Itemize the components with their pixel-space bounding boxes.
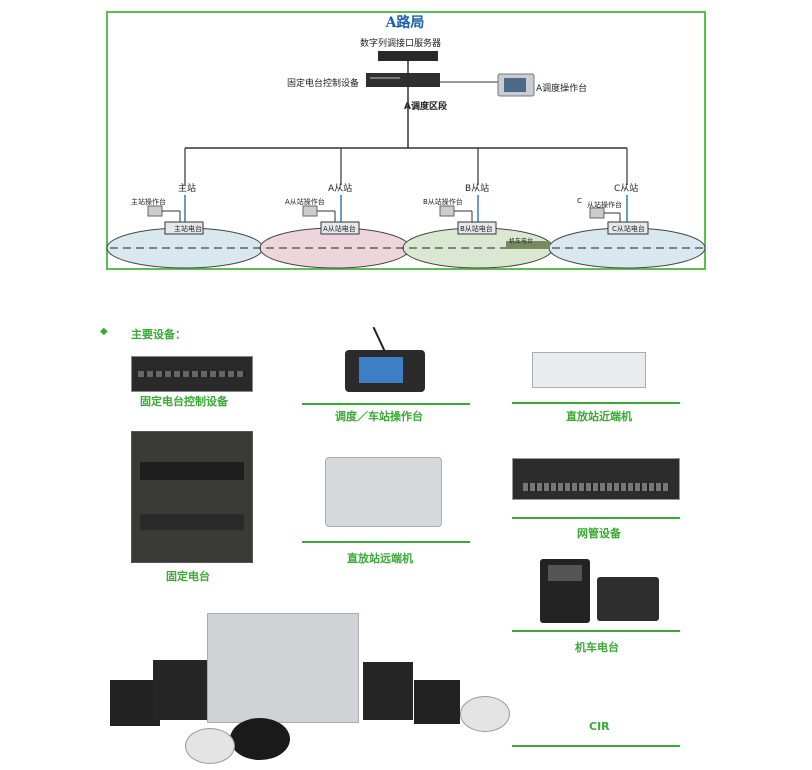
equipment-label-control: 固定电台控制设备 <box>140 395 228 408</box>
station-radio-b: B从站电台 <box>460 225 493 233</box>
station-c <box>589 195 649 235</box>
divider <box>302 541 470 543</box>
station-name-main: 主站 <box>178 184 197 194</box>
station-radio-c: C从站电台 <box>612 225 645 233</box>
speaker-icon <box>460 696 510 732</box>
microphone-icon <box>372 326 386 352</box>
cir-photo <box>207 613 359 723</box>
diagram-title: A路局 <box>385 15 425 31</box>
station-op-main: 主站操作台 <box>131 198 166 206</box>
station-name-a: A从站 <box>328 184 353 194</box>
station-b <box>439 195 497 235</box>
station-op-c-prefix: C <box>577 197 582 205</box>
console-label: A调度操作台 <box>536 84 588 94</box>
control-device-photo <box>131 356 253 392</box>
cir-panel-mid <box>153 660 207 720</box>
section-label: A调度区段 <box>404 102 447 112</box>
cir-panel-far-right <box>414 680 460 724</box>
equipment-label-console: 调度／车站操作台 <box>335 410 423 423</box>
station-op-c: 从站操作台 <box>587 201 622 209</box>
equipment-label-cir: CIR <box>589 720 610 733</box>
handset-icon <box>230 718 290 760</box>
divider <box>512 402 680 404</box>
network-mgmt-photo <box>512 458 680 500</box>
fixed-radio-photo <box>131 431 253 563</box>
network-lines <box>106 51 706 269</box>
equipment-label-nms: 网管设备 <box>577 527 621 540</box>
equipment-label-far: 直放站远端机 <box>347 552 413 565</box>
station-radio-main: 主站电台 <box>174 225 202 233</box>
equipment-label-near: 直放站近端机 <box>566 410 632 423</box>
equipment-label-loco: 机车电台 <box>575 641 619 654</box>
equipment-heading: 主要设备： <box>131 328 186 341</box>
control-device <box>366 73 440 87</box>
locomotive-radio-box <box>597 577 659 621</box>
divider <box>302 403 470 405</box>
station-main <box>147 195 204 235</box>
cir-panel-right <box>363 662 413 720</box>
cir-panel-left <box>110 680 160 726</box>
station-op-a: A从站操作台 <box>285 198 325 206</box>
dispatch-console-photo <box>345 350 425 392</box>
divider <box>512 517 680 519</box>
speaker-icon <box>185 728 235 764</box>
network-diagram-frame <box>106 11 706 270</box>
repeater-near-photo <box>532 352 646 388</box>
station-op-b: B从站操作台 <box>423 198 463 206</box>
divider <box>512 745 680 747</box>
equipment-label-fixed: 固定电台 <box>166 570 210 583</box>
train-label: 机车电台 <box>509 238 534 245</box>
station-a <box>302 195 360 235</box>
station-radio-a: A从站电台 <box>323 225 356 233</box>
train-icon <box>506 241 550 249</box>
divider <box>512 630 680 632</box>
station-name-c: C从站 <box>614 184 639 194</box>
server-device <box>378 51 438 61</box>
station-name-b: B从站 <box>465 184 490 194</box>
control-device-label: 固定电台控制设备 <box>287 79 360 89</box>
repeater-far-photo <box>325 457 442 527</box>
server-label: 数字列调接口服务器 <box>360 39 442 49</box>
locomotive-radio-photo <box>540 559 590 623</box>
bullet-icon: ◆ <box>100 326 108 337</box>
